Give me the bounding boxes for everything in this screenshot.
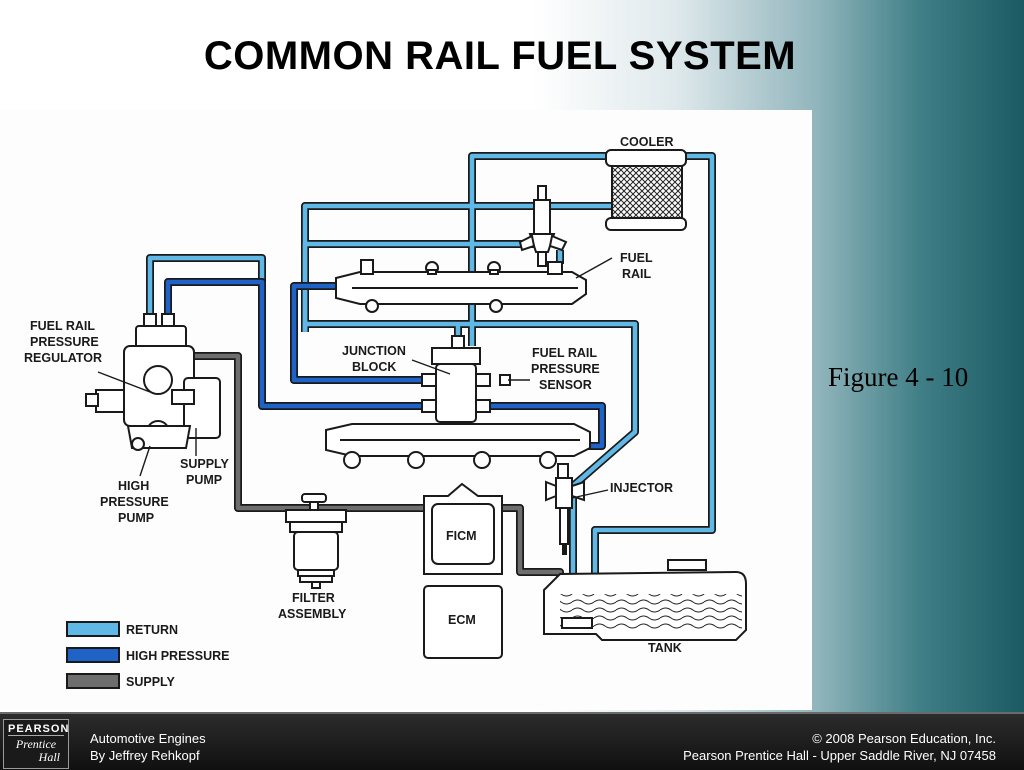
ecm-label: ECM [448, 613, 476, 627]
legend [66, 621, 120, 689]
slide-title: COMMON RAIL FUEL SYSTEM [203, 34, 797, 78]
supply-pump-label-1: SUPPLY [180, 457, 230, 471]
legend-swatch-supply [66, 673, 120, 689]
fuel-tank [543, 559, 747, 641]
ecm-module [423, 585, 503, 659]
pressure-sensor-label-2: PRESSURE [531, 362, 600, 376]
footer-publisher-line: Pearson Prentice Hall - Upper Saddle Riv… [683, 748, 996, 763]
pressure-sensor-label-3: SENSOR [539, 378, 592, 392]
ficm-module [423, 482, 503, 575]
cooler [605, 149, 687, 231]
ficm-label: FICM [446, 529, 477, 543]
regulator-label-1: FUEL RAIL [30, 319, 95, 333]
hp-pump-label-1: HIGH [118, 479, 149, 493]
junction-block [421, 335, 511, 423]
high-pressure-pump [85, 313, 221, 451]
legend-return-label: RETURN [126, 623, 178, 637]
logo-line-2: Prentice [15, 737, 57, 751]
legend-swatch-high-pressure [66, 647, 120, 663]
legend-supply-label: SUPPLY [126, 675, 176, 689]
filter-assembly [285, 493, 347, 589]
footer-book-info: Automotive Engines By Jeffrey Rehkopf [90, 730, 206, 764]
fuel-rail-label-2: RAIL [622, 267, 652, 281]
pearson-prentice-hall-logo: PEARSON Prentice Hall [3, 719, 69, 769]
cooler-label: COOLER [620, 135, 673, 149]
upper-fuel-rail [335, 259, 587, 313]
injector-label: INJECTOR [610, 481, 673, 495]
hp-pump-label-3: PUMP [118, 511, 154, 525]
footer-book-title: Automotive Engines [90, 731, 206, 746]
upper-injector [518, 185, 568, 267]
filter-label-1: FILTER [292, 591, 335, 605]
logo-line-1: PEARSON [8, 720, 68, 736]
supply-lines-fill [186, 353, 563, 600]
footer: PEARSON Prentice Hall Automotive Engines… [0, 712, 1024, 770]
fuel-rail-label-1: FUEL [620, 251, 653, 265]
regulator-label-3: REGULATOR [24, 351, 102, 365]
supply-pump-label-2: PUMP [186, 473, 222, 487]
footer-book-author: By Jeffrey Rehkopf [90, 748, 200, 763]
junction-block-label-2: BLOCK [352, 360, 396, 374]
junction-block-label-1: JUNCTION [342, 344, 406, 358]
regulator-label-2: PRESSURE [30, 335, 99, 349]
pressure-sensor-label-1: FUEL RAIL [532, 346, 597, 360]
supply-lines [186, 352, 564, 600]
tank-label: TANK [648, 641, 682, 655]
figure-caption: Figure 4 - 10 [828, 362, 969, 392]
hp-pump-label-2: PRESSURE [100, 495, 169, 509]
fuel-system-diagram: COOLER FUEL RAIL JUNCTION BLOCK FUEL RAI… [0, 110, 812, 710]
footer-copyright: © 2008 Pearson Education, Inc. Pearson P… [683, 730, 996, 764]
footer-copyright-line: © 2008 Pearson Education, Inc. [812, 731, 996, 746]
legend-high-pressure-label: HIGH PRESSURE [126, 649, 230, 663]
lower-injector [545, 463, 585, 555]
lower-fuel-rail [325, 423, 591, 469]
legend-swatch-return [66, 621, 120, 637]
filter-label-2: ASSEMBLY [278, 607, 347, 621]
logo-line-3: Hall [38, 750, 60, 764]
leader-lines [97, 257, 613, 499]
